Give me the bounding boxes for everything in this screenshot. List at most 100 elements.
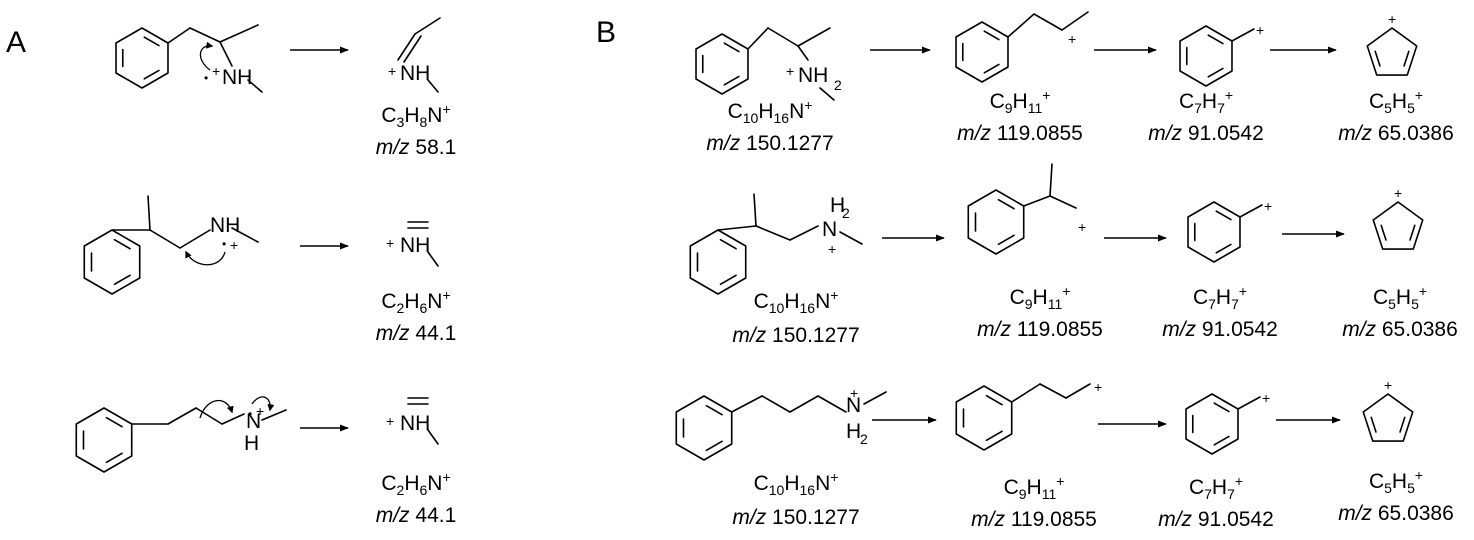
mz-number: 65.0386: [1377, 122, 1454, 145]
bond: [1239, 204, 1263, 218]
formula-part: 5: [1384, 480, 1392, 497]
subscript-2: 2: [842, 205, 850, 221]
benzene-ring: [967, 189, 1025, 255]
bond: [397, 33, 416, 61]
mz-value: m/z 150.1277: [706, 132, 833, 156]
formula-part: H: [404, 104, 420, 127]
aromatic-double-bond: [705, 440, 723, 452]
formula-part: H: [1391, 90, 1408, 113]
hydrogen: H: [830, 194, 845, 217]
mz-value: m/z 150.1277: [732, 506, 859, 530]
aromatic-double-bond: [985, 394, 1003, 406]
formula-part: H: [1391, 470, 1408, 493]
formula-part: 5: [1407, 100, 1415, 117]
aromatic-double-bond: [143, 36, 160, 47]
formula-part: 16: [799, 300, 816, 317]
charge-plus: +: [1394, 185, 1402, 201]
aromatic-double-bond: [705, 404, 723, 416]
mz-prefix: m/z: [732, 506, 767, 529]
formula-part: +: [442, 101, 451, 117]
aromatic-double-bond: [1207, 67, 1224, 78]
formula-part: N: [789, 100, 805, 123]
aromatic-double-bond: [113, 238, 131, 250]
mz-value: m/z 65.0386: [1342, 318, 1458, 342]
bond: [1022, 195, 1051, 207]
formula-part: H: [758, 100, 774, 123]
formula-part: 3: [396, 114, 405, 131]
ion-formula: C2H6N+: [381, 470, 450, 497]
formula-part: +: [1056, 473, 1065, 489]
ion-formula: C7H7+: [1178, 87, 1234, 117]
cyclopentadienyl-ring: [1372, 201, 1424, 250]
bond: [221, 413, 245, 425]
formula-part: 7: [1227, 486, 1235, 503]
mz-prefix: m/z: [1338, 122, 1373, 145]
charge-plus: +: [386, 413, 394, 429]
formula-part: 7: [1204, 486, 1212, 503]
ion-formula: C7H7+: [1189, 474, 1243, 503]
formula-part: +: [830, 287, 839, 303]
aromatic-double-bond: [997, 198, 1015, 210]
ring-double-bond: [1374, 50, 1381, 67]
mz-number: 65.0386: [1381, 318, 1458, 341]
charge-plus: +: [256, 403, 264, 419]
formula-part: H: [404, 290, 420, 313]
aromatic-double-bond: [985, 430, 1003, 442]
formula-part: C: [1178, 90, 1195, 113]
aromatic-double-bond: [1215, 210, 1232, 221]
electron-arrow: [251, 396, 275, 412]
mz-prefix: m/z: [375, 504, 410, 527]
hydrogen: H: [846, 420, 861, 443]
formula-part: N: [427, 104, 443, 127]
subscript-2: 2: [860, 431, 868, 447]
formula-part: +: [1224, 87, 1234, 103]
aromatic-double-bond: [997, 234, 1015, 246]
formula-part: N: [427, 290, 443, 313]
formula-part: C: [1368, 470, 1385, 493]
formula-part: 10: [768, 300, 785, 317]
formula-part: C: [1372, 286, 1389, 309]
subscript-2: 2: [834, 77, 842, 93]
bond: [219, 41, 233, 67]
formula-part: +: [804, 97, 813, 113]
benzene-ring: [1185, 393, 1239, 455]
formula-part: C: [989, 90, 1005, 113]
aromatic-double-bond: [983, 30, 1000, 41]
charge-plus: +: [1256, 22, 1264, 38]
formula-part: 7: [1194, 100, 1202, 117]
benzene-ring: [1179, 25, 1233, 87]
bond: [147, 195, 151, 231]
cyclopentadienyl-ring: [1362, 393, 1414, 442]
bond: [730, 395, 763, 413]
bond: [863, 391, 887, 405]
bond: [797, 27, 831, 47]
benzene-ring: [689, 229, 747, 295]
bond: [189, 27, 221, 43]
formula-part: 5: [1411, 296, 1419, 313]
ion-formula: C2H6N+: [381, 288, 450, 317]
reaction-arrows: [290, 46, 1345, 432]
mz-number: 91.0542: [1197, 508, 1274, 531]
bond: [403, 35, 422, 63]
bond: [261, 409, 287, 421]
bond: [167, 27, 191, 44]
charge-plus: +: [1068, 31, 1076, 47]
formula-part: C: [381, 472, 397, 495]
formula-part: H: [1026, 476, 1042, 499]
bond: [1039, 383, 1067, 399]
charge-plus: +: [850, 385, 858, 401]
formula-part: 5: [1388, 296, 1396, 313]
bond: [819, 87, 835, 101]
ring-double-bond: [1403, 50, 1410, 67]
formula-part: 11: [1041, 486, 1057, 503]
mz-prefix: m/z: [375, 322, 410, 345]
bond: [761, 395, 791, 413]
formula-part: 16: [773, 110, 790, 127]
formula-part: 2: [396, 300, 405, 317]
panel-label-b: B: [596, 16, 617, 49]
charge-plus: +: [1262, 390, 1270, 406]
formula-part: 9: [1024, 296, 1033, 313]
formula-part: N: [427, 472, 443, 495]
